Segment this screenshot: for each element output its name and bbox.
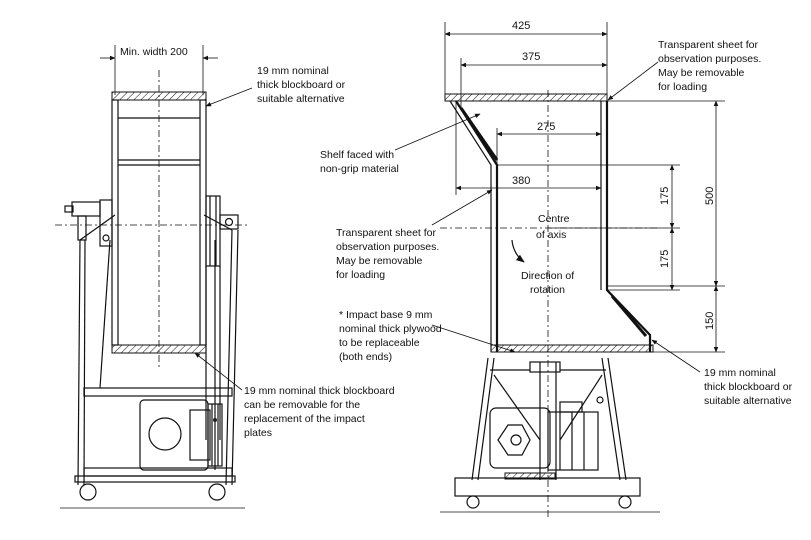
- left-bottom-note-line3: replacement of the impact: [244, 413, 365, 425]
- impact-line3: to be replaceable: [339, 337, 420, 349]
- centre-line1: Centre: [538, 213, 570, 225]
- centre-label: Centre of axis: [536, 213, 570, 241]
- dim-175-upper: 175: [659, 187, 671, 205]
- impact-note: * Impact base 9 mm nominal thick plywood…: [339, 309, 516, 363]
- transparent-left-line2: observation purposes.: [336, 241, 439, 253]
- rotation-line1: Direction of: [521, 270, 574, 282]
- shelf-note: Shelf faced with non-grip material: [320, 113, 481, 175]
- impact-line2: nominal thick plywood: [339, 323, 442, 335]
- transparent-top-line4: for loading: [658, 81, 707, 93]
- transparent-note-top: Transparent sheet for observation purpos…: [607, 39, 761, 101]
- left-top-note-line3: suitable alternative: [257, 93, 345, 105]
- min-width-dimension: Min. width 200: [100, 45, 218, 95]
- right-stand: [440, 357, 660, 513]
- impact-line1: * Impact base 9 mm: [339, 309, 433, 321]
- rotation-label: Direction of rotation: [521, 270, 574, 296]
- left-bottom-note: 19 mm nominal thick blockboard can be re…: [194, 352, 395, 439]
- right-drum: [440, 90, 660, 520]
- left-frame: [77, 214, 239, 486]
- left-view: Min. width 200: [55, 45, 395, 509]
- dim-500: 500: [704, 187, 716, 205]
- min-width-label: Min. width 200: [120, 46, 188, 58]
- transparent-left-line1: Transparent sheet for: [336, 227, 436, 239]
- left-bottom-note-line4: plates: [244, 427, 272, 439]
- blockboard-line1: 19 mm nominal: [704, 367, 776, 379]
- shelf-note-line2: non-grip material: [320, 163, 399, 175]
- right-dimensions: 425 375 275 380 500 175 175: [444, 20, 725, 353]
- dim-175-lower: 175: [659, 250, 671, 268]
- blockboard-note: 19 mm nominal thick blockboard or suitab…: [651, 339, 793, 407]
- dim-275: 275: [537, 121, 555, 133]
- transparent-top-line3: May be removable: [658, 67, 745, 79]
- right-motor: [489, 401, 599, 471]
- transparent-top-line1: Transparent sheet for: [658, 39, 758, 51]
- transparent-left-line4: for loading: [336, 269, 385, 281]
- dim-150: 150: [704, 312, 716, 330]
- transparent-left-line3: May be removable: [336, 255, 423, 267]
- left-wheels: [60, 475, 245, 509]
- left-pulley: [205, 195, 239, 440]
- dim-425: 425: [512, 20, 530, 32]
- left-top-note: 19 mm nominal thick blockboard or suitab…: [205, 65, 346, 107]
- left-bottom-note-line1: 19 mm nominal thick blockboard: [244, 385, 395, 397]
- left-top-note-line2: thick blockboard or: [257, 79, 346, 91]
- transparent-note-left: Transparent sheet for observation purpos…: [336, 189, 493, 281]
- left-bottom-note-line2: can be removable for the: [244, 399, 360, 411]
- dim-375: 375: [522, 51, 540, 63]
- left-axle: [64, 199, 113, 247]
- centre-line2: of axis: [536, 229, 566, 241]
- right-view: 425 375 275 380 500 175 175: [320, 20, 793, 520]
- shelf-note-line1: Shelf faced with: [320, 149, 394, 161]
- transparent-top-line2: observation purposes.: [658, 53, 761, 65]
- dim-380: 380: [512, 175, 530, 187]
- left-drum: [55, 70, 250, 370]
- rotation-line2: rotation: [530, 284, 565, 296]
- impact-line4: (both ends): [339, 351, 392, 363]
- left-motor: [139, 399, 223, 471]
- left-top-note-line1: 19 mm nominal: [257, 65, 329, 77]
- blockboard-line2: thick blockboard or: [704, 381, 793, 393]
- blockboard-line3: suitable alternative: [704, 395, 792, 407]
